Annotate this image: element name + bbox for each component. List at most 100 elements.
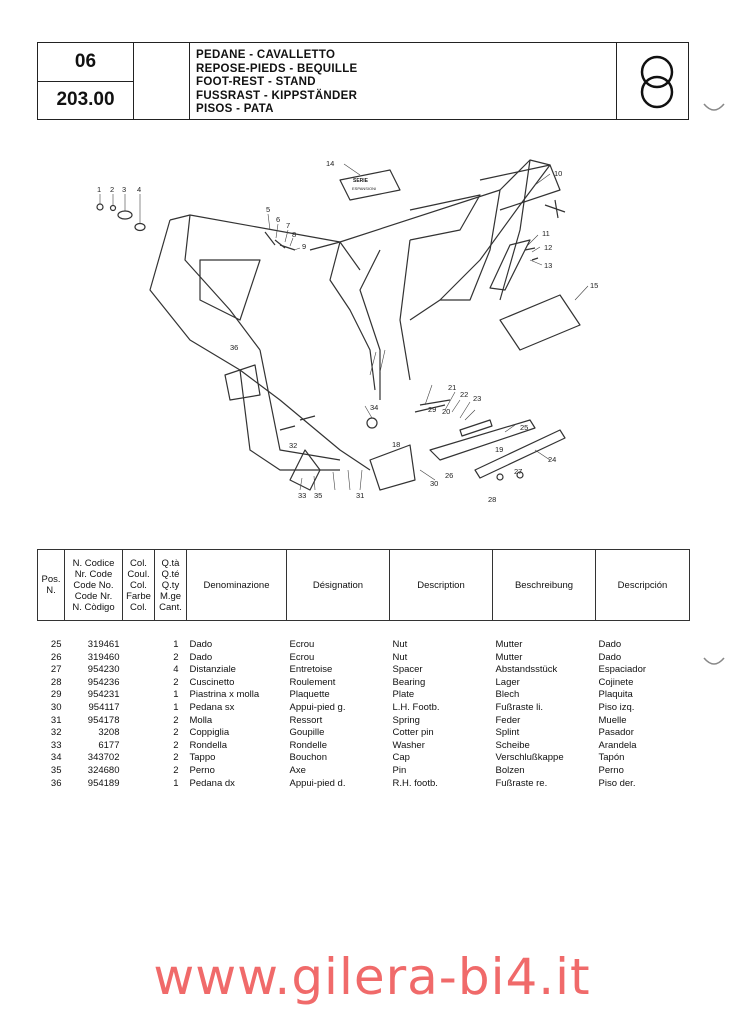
cell-en: Cotter pin <box>392 727 434 739</box>
catalog-header: 06 203.00 PEDANE - CAVALLETTO REPOSE-PIE… <box>37 42 689 120</box>
callout-18: 18 <box>392 440 400 449</box>
callout-30: 30 <box>430 479 438 488</box>
cell-code: 343702 <box>87 752 120 764</box>
cell-col <box>123 765 155 778</box>
cell-en: Pin <box>392 764 407 776</box>
cell-code: 954236 <box>87 676 120 688</box>
callout-28: 28 <box>488 495 496 504</box>
callout-5: 5 <box>266 205 270 214</box>
cell-code: 954189 <box>87 777 120 789</box>
cell-it: Dado <box>189 651 213 663</box>
title-en: FOOT-REST - STAND <box>196 76 316 89</box>
site-watermark: www.gilera-bi4.it <box>153 948 591 1006</box>
cell-code: 954117 <box>88 701 120 713</box>
callout-4: 4 <box>137 185 141 194</box>
cell-es: Pasador <box>598 727 634 739</box>
cell-es: Cojinete <box>598 676 634 688</box>
callout-12: 12 <box>544 243 552 252</box>
cell-code: 954230 <box>87 664 120 676</box>
header-divider <box>133 43 134 119</box>
table-number: 203.00 <box>56 89 115 110</box>
cell-qty: 2 <box>173 714 179 726</box>
header-pos: Pos. N. <box>37 549 65 621</box>
cell-pos: 31 <box>50 714 62 726</box>
header-french: Désignation <box>286 549 390 621</box>
cell-fr: Bouchon <box>289 752 328 764</box>
cell-col <box>123 727 155 740</box>
callout-33: 33 <box>298 491 306 500</box>
cell-qty: 2 <box>173 752 179 764</box>
header-italian: Denominazione <box>186 549 287 621</box>
exploded-parts-diagram: 1 2 3 4 5 6 7 8 9 10 11 12 13 14 15 18 1… <box>96 159 598 504</box>
cell-pos: 33 <box>50 739 62 751</box>
cell-fr: Plaquette <box>289 689 330 701</box>
header-code: N. Codice Nr. Code Code No. Code Nr. N. … <box>64 549 123 621</box>
cell-code: 319460 <box>87 651 120 663</box>
header-divider <box>189 43 190 119</box>
cell-en: Bearing <box>392 676 426 688</box>
table-spacer <box>38 621 690 640</box>
cell-fr: Appui-pied g. <box>289 701 346 713</box>
cell-it: Dado <box>189 639 213 650</box>
callout-1: 1 <box>97 185 101 194</box>
cell-de: Fußraste re. <box>495 777 548 789</box>
cell-col <box>123 677 155 690</box>
cell-es: Perno <box>598 764 624 776</box>
cell-it: Cuscinetto <box>189 676 235 688</box>
sheet-label-espansioni: ESPANSIONI <box>352 186 376 191</box>
double-ring-icon <box>640 55 674 109</box>
cell-fr: Ecrou <box>289 651 315 663</box>
cell-code: 3208 <box>98 727 120 739</box>
title-es: PISOS - PATA <box>196 103 274 116</box>
callout-32: 32 <box>289 441 297 450</box>
cell-qty: 2 <box>173 727 179 739</box>
callout-14: 14 <box>326 159 334 168</box>
cell-code: 954178 <box>87 714 120 726</box>
cell-es: Espaciador <box>598 664 647 676</box>
cell-pos: 30 <box>50 701 62 713</box>
cell-it: Piastrina x molla <box>189 689 260 701</box>
header-spanish: Descripción <box>595 549 690 621</box>
cell-qty: 2 <box>173 676 179 688</box>
binder-hole-icon <box>703 657 725 665</box>
cell-es: Muelle <box>598 714 627 726</box>
callout-31: 31 <box>356 491 364 500</box>
parts-table: Pos. N. N. Codice Nr. Code Code No. Code… <box>37 549 690 790</box>
callout-36: 36 <box>230 343 238 352</box>
cell-it: Perno <box>189 764 215 776</box>
cell-it: Tappo <box>189 752 216 764</box>
callout-9: 9 <box>302 242 306 251</box>
cell-fr: Roulement <box>289 676 336 688</box>
cell-qty: 2 <box>173 764 179 776</box>
cell-qty: 2 <box>173 739 179 751</box>
title-de: FUSSRAST - KIPPSTÄNDER <box>196 89 358 102</box>
cell-fr: Ressort <box>289 714 323 726</box>
cell-it: Pedana sx <box>189 701 235 713</box>
callout-26: 26 <box>445 471 453 480</box>
cell-fr: Appui-pied d. <box>289 777 346 789</box>
cell-en: Spacer <box>392 664 423 676</box>
title-it: PEDANE - CAVALLETTO <box>196 49 336 61</box>
cell-fr: Goupille <box>289 727 325 739</box>
cell-qty: 1 <box>173 639 179 650</box>
cell-es: Plaquita <box>598 689 633 701</box>
cell-pos: 29 <box>50 689 62 701</box>
cell-de: Lager <box>495 676 520 688</box>
cell-en: Plate <box>392 689 415 701</box>
cell-code: 954231 <box>87 689 120 701</box>
cell-de: Scheibe <box>495 739 530 751</box>
callout-6: 6 <box>276 215 280 224</box>
sheet-label-serie: SERIE <box>353 178 369 184</box>
cell-qty: 2 <box>173 651 179 663</box>
header-english: Description <box>389 549 493 621</box>
cell-de: Splint <box>495 727 520 739</box>
header-german: Beschreibung <box>492 549 596 621</box>
cell-qty: 1 <box>173 701 179 713</box>
